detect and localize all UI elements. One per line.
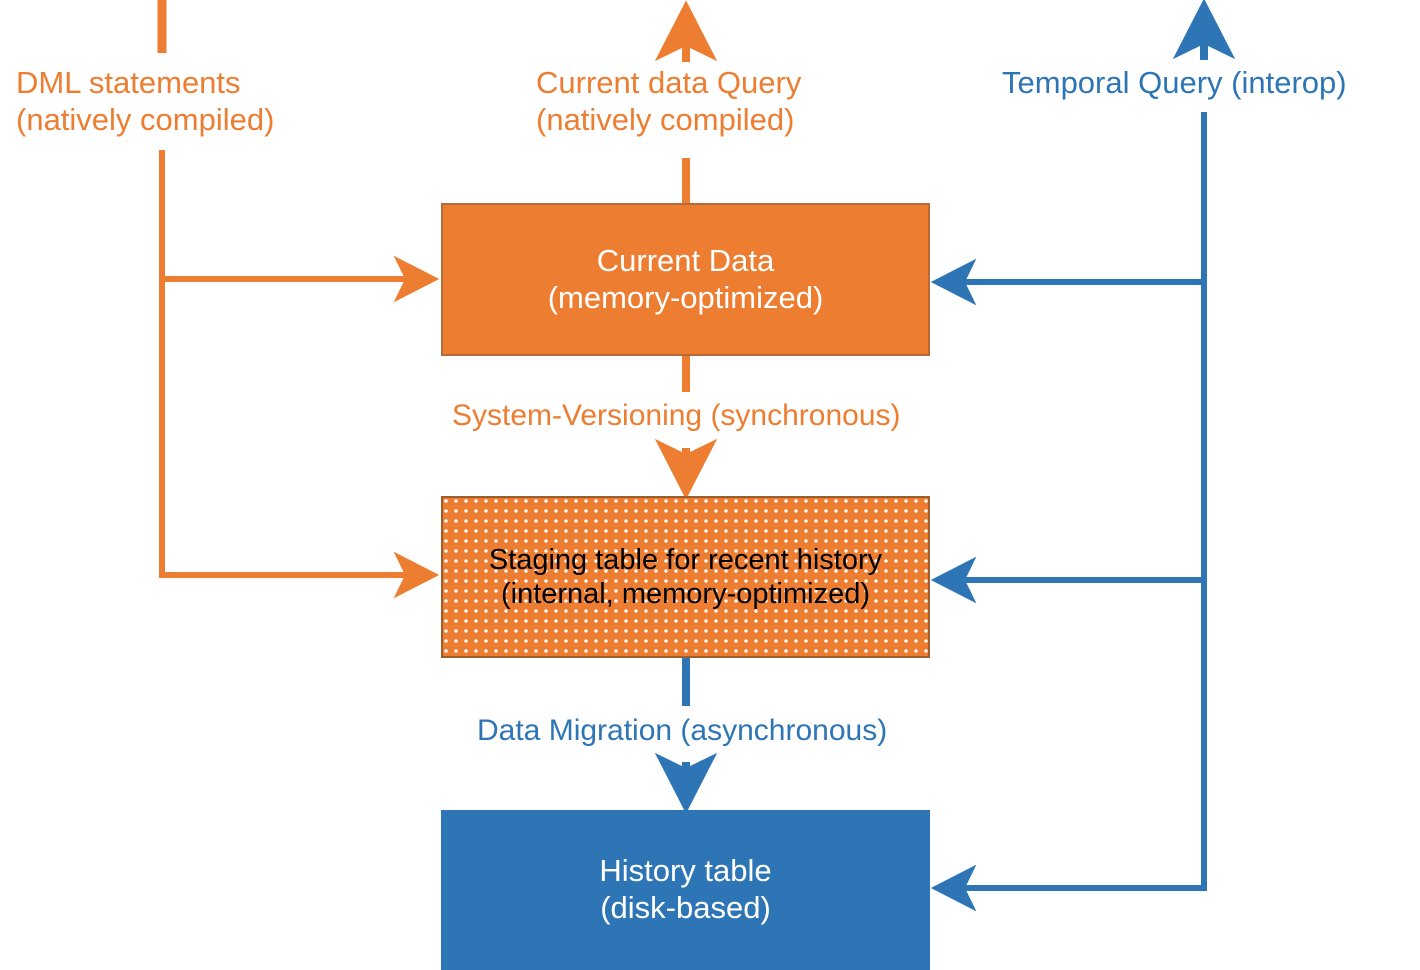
edge-label-dml-statements: DML statements (natively compiled) <box>16 65 275 138</box>
node-staging-table-label: Staging table for recent history (intern… <box>488 543 883 610</box>
connector-temporal-query-to-history-table <box>930 580 1207 912</box>
node-history-table-label: History table (disk-based) <box>599 853 772 925</box>
edge-label-current-data-query: Current data Query (natively compiled) <box>536 65 802 138</box>
connector-temporal-query-to-current-data <box>930 112 1207 306</box>
connector-dml-to-staging-table <box>159 279 440 599</box>
node-staging-table[interactable]: Staging table for recent history (intern… <box>441 496 930 658</box>
connector-temporal-query-to-staging-table <box>930 282 1207 604</box>
edge-label-data-migration: Data Migration (asynchronous) <box>477 714 888 747</box>
node-current-data[interactable]: Current Data (memory-optimized) <box>441 203 930 356</box>
edge-label-temporal-query: Temporal Query (interop) <box>1002 65 1347 100</box>
connector-dml-to-current-data <box>159 150 440 303</box>
node-current-data-label: Current Data (memory-optimized) <box>547 242 824 315</box>
node-history-table[interactable]: History table (disk-based) <box>441 810 930 970</box>
edge-label-system-versioning: System-Versioning (synchronous) <box>452 399 901 432</box>
